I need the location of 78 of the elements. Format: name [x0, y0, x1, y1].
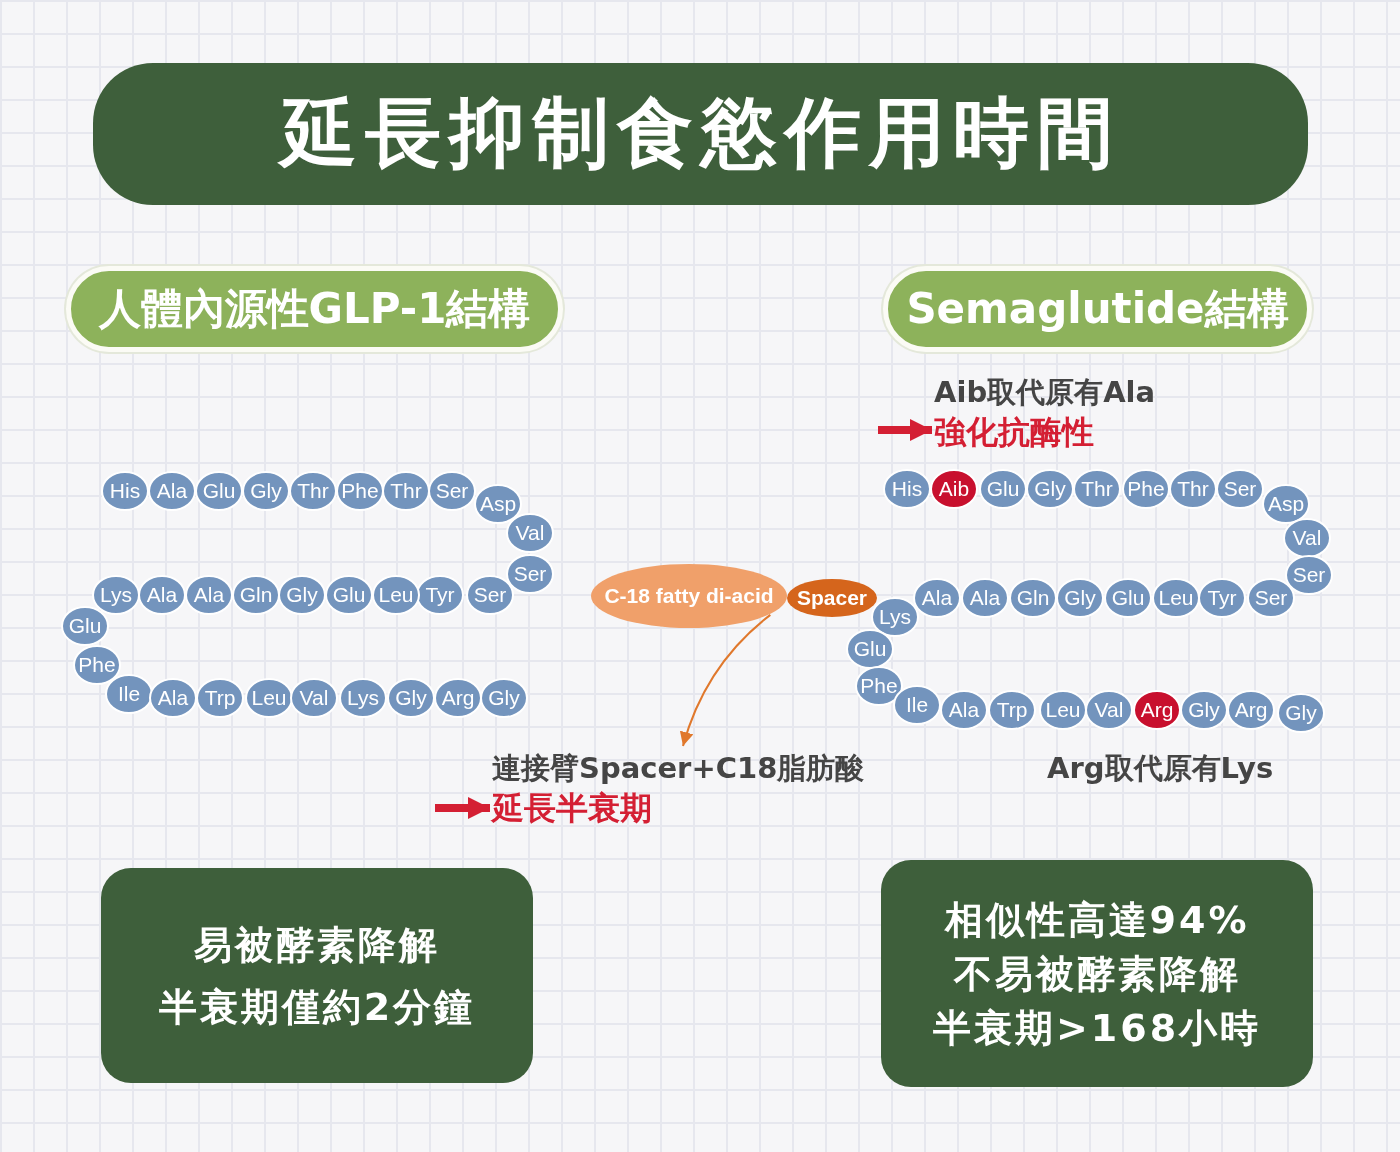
box-text: 半衰期僅約2分鐘 [158, 983, 476, 1031]
amino-acid-circle: Phe [73, 645, 121, 685]
amino-acid-circle: Ser [1285, 555, 1333, 595]
amino-acid-circle: Lys [92, 575, 140, 615]
info-box [101, 868, 533, 1083]
amino-acid-circle: Tyr [1198, 578, 1246, 618]
amino-acid-circle: Arg [1133, 690, 1181, 730]
amino-acid-circle: Aib [930, 469, 978, 509]
amino-acid-circle: Gln [1009, 578, 1057, 618]
amino-acid-circle: Ala [940, 690, 988, 730]
amino-acid-circle: Leu [1039, 690, 1087, 730]
amino-acid-circle: Val [290, 678, 338, 718]
info-box [881, 860, 1313, 1087]
amino-acid-circle: Thr [382, 471, 430, 511]
amino-acid-circle: Trp [196, 678, 244, 718]
amino-acid-circle: Glu [325, 575, 373, 615]
section-pill: 人體內源性GLP-1結構 [66, 266, 563, 352]
amino-acid-circle: Leu [372, 575, 420, 615]
amino-acid-circle: Phe [855, 666, 903, 706]
amino-acid-circle: Glu [195, 471, 243, 511]
amino-acid-circle: Leu [245, 678, 293, 718]
amino-acid-circle: Phe [336, 471, 384, 511]
amino-acid-circle: His [101, 471, 149, 511]
amino-acid-circle: Glu [846, 629, 894, 669]
amino-acid-circle: Ala [185, 575, 233, 615]
amino-acid-circle: Ala [913, 578, 961, 618]
amino-acid-circle: Ala [138, 575, 186, 615]
arrow [680, 613, 772, 747]
amino-acid-circle: Trp [988, 690, 1036, 730]
amino-acid-circle: Gly [480, 678, 528, 718]
annotation-text: Aib取代原有Ala [934, 374, 1157, 411]
amino-acid-circle: Glu [61, 606, 109, 646]
annotation-text: Arg取代原有Lys [1047, 750, 1274, 787]
box-text: 半衰期>168小時 [932, 1004, 1262, 1052]
amino-acid-circle: Ser [466, 575, 514, 615]
amino-acid-circle: Gly [278, 575, 326, 615]
amino-acid-circle: Phe [1122, 469, 1170, 509]
box-text: 易被酵素降解 [194, 921, 440, 969]
amino-acid-circle: Ser [1247, 578, 1295, 618]
amino-acid-circle: Asp [1262, 484, 1310, 524]
amino-acid-circle: Glu [979, 469, 1027, 509]
amino-acid-circle: Gly [1277, 693, 1325, 733]
amino-acid-circle: Gly [1056, 578, 1104, 618]
spacer-ellipse: Spacer [787, 579, 877, 617]
amino-acid-circle: Ile [105, 674, 153, 714]
amino-acid-circle: Ala [149, 678, 197, 718]
amino-acid-circle: Asp [474, 484, 522, 524]
amino-acid-circle: Ala [961, 578, 1009, 618]
section-pill: Semaglutide結構 [883, 266, 1312, 352]
amino-acid-circle: Thr [1073, 469, 1121, 509]
amino-acid-circle: Ser [1216, 469, 1264, 509]
amino-acid-circle: Thr [1169, 469, 1217, 509]
amino-acid-circle: Glu [1104, 578, 1152, 618]
amino-acid-circle: Lys [339, 678, 387, 718]
amino-acid-circle: Gly [242, 471, 290, 511]
amino-acid-circle: Leu [1152, 578, 1200, 618]
fatty-acid-ellipse: C-18 fatty di-acid [591, 564, 787, 628]
amino-acid-circle: Ser [506, 554, 554, 594]
amino-acid-circle: Gly [1026, 469, 1074, 509]
amino-acid-circle: Lys [871, 597, 919, 637]
amino-acid-circle: His [883, 469, 931, 509]
amino-acid-circle: Arg [434, 678, 482, 718]
amino-acid-circle: Gln [232, 575, 280, 615]
box-text: 相似性高達94% [944, 896, 1250, 944]
highlight-text: 強化抗酶性 [934, 412, 1095, 452]
amino-acid-circle: Val [1085, 690, 1133, 730]
highlight-text: 延長半衰期 [492, 788, 653, 828]
amino-acid-circle: Gly [387, 678, 435, 718]
amino-acid-circle: Tyr [416, 575, 464, 615]
amino-acid-circle: Arg [1227, 690, 1275, 730]
amino-acid-circle: Thr [289, 471, 337, 511]
amino-acid-circle: Ala [148, 471, 196, 511]
box-text: 不易被酵素降解 [953, 950, 1241, 998]
amino-acid-circle: Ser [428, 471, 476, 511]
annotation-text: 連接臂Spacer+C18脂肪酸 [492, 750, 866, 787]
amino-acid-circle: Gly [1180, 690, 1228, 730]
amino-acid-circle: Val [1283, 518, 1331, 558]
title-banner: 延長抑制食慾作用時間 [93, 63, 1308, 205]
